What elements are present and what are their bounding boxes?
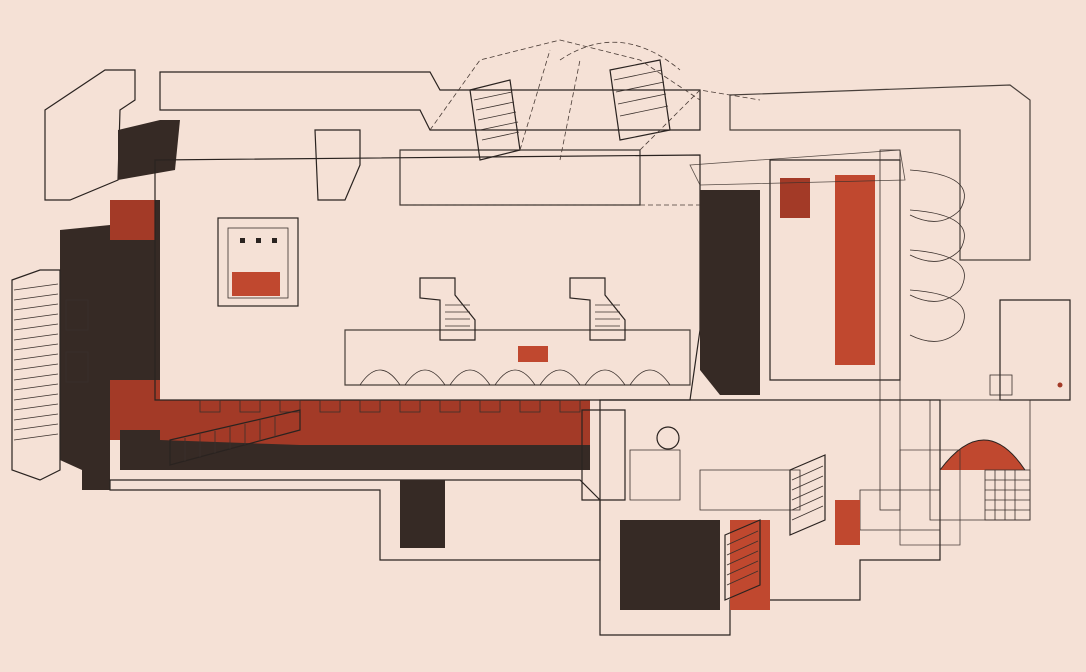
annex-orange-center <box>699 469 801 511</box>
left-pier-2 <box>65 351 89 383</box>
roof-stair-left <box>419 277 476 341</box>
main-roof <box>154 154 701 466</box>
left-pier-1 <box>65 299 89 331</box>
right-grid-patch <box>984 469 1031 521</box>
top-structures <box>159 39 1031 261</box>
top-dashed-projections <box>400 39 761 206</box>
left-dark-corner <box>118 120 180 180</box>
roof-cornice <box>199 399 581 413</box>
left-red-lower <box>110 380 160 440</box>
roof-lightwell-dots <box>240 238 277 243</box>
lower-long-stair <box>169 409 301 466</box>
top-skylight-right <box>609 59 671 141</box>
roof-stair-right <box>569 277 626 341</box>
lower-annex <box>581 399 961 636</box>
foundation-dark-shaft <box>400 480 445 548</box>
foundation-outline <box>109 479 601 561</box>
left-wing-upper-block <box>44 69 136 201</box>
roof-lightwell-frame <box>217 217 299 307</box>
left-wing-outer-wall <box>11 269 61 481</box>
top-long-wall <box>159 71 701 131</box>
annex-outline <box>599 399 941 636</box>
annex-orange-left <box>581 409 626 501</box>
annex-dark-room <box>620 520 720 610</box>
foundation-red-strip <box>160 400 590 445</box>
foundation <box>109 400 601 561</box>
roof-arcade-base <box>344 329 691 386</box>
roof-red-patch <box>518 346 548 362</box>
roof-arcade-arches <box>359 369 671 386</box>
annex-orange-right <box>899 449 961 546</box>
top-right-building <box>729 84 1031 261</box>
right-top-orange-frame <box>689 149 906 186</box>
main-roof-plane <box>154 154 701 401</box>
left-wing-dark-mass <box>60 200 160 490</box>
annex-orange-block <box>629 449 681 501</box>
left-red-band <box>110 200 155 240</box>
annex-stair-2 <box>789 454 826 536</box>
right-red-column-1 <box>835 175 875 365</box>
left-wing-steps <box>13 283 59 441</box>
right-marker-dot <box>1057 382 1063 388</box>
top-left-tower <box>314 129 361 201</box>
right-dark-void <box>700 190 760 395</box>
right-red-arch-curve <box>939 439 1026 471</box>
annex-round-window <box>656 426 680 450</box>
roof-lightwell-red <box>232 272 280 296</box>
annex-stair-1 <box>724 519 761 601</box>
annex-red-mid <box>835 500 860 545</box>
right-spiral-arcs <box>909 169 965 342</box>
right-orange-step <box>989 374 1013 396</box>
roof-lightwell-inner <box>227 227 289 299</box>
right-outer-wall <box>999 299 1071 401</box>
left-wing <box>11 69 180 490</box>
right-grid-lines <box>985 470 1030 520</box>
right-red-column-2 <box>780 178 810 218</box>
right-orange-shaft <box>879 149 901 511</box>
right-wing <box>689 149 1071 521</box>
